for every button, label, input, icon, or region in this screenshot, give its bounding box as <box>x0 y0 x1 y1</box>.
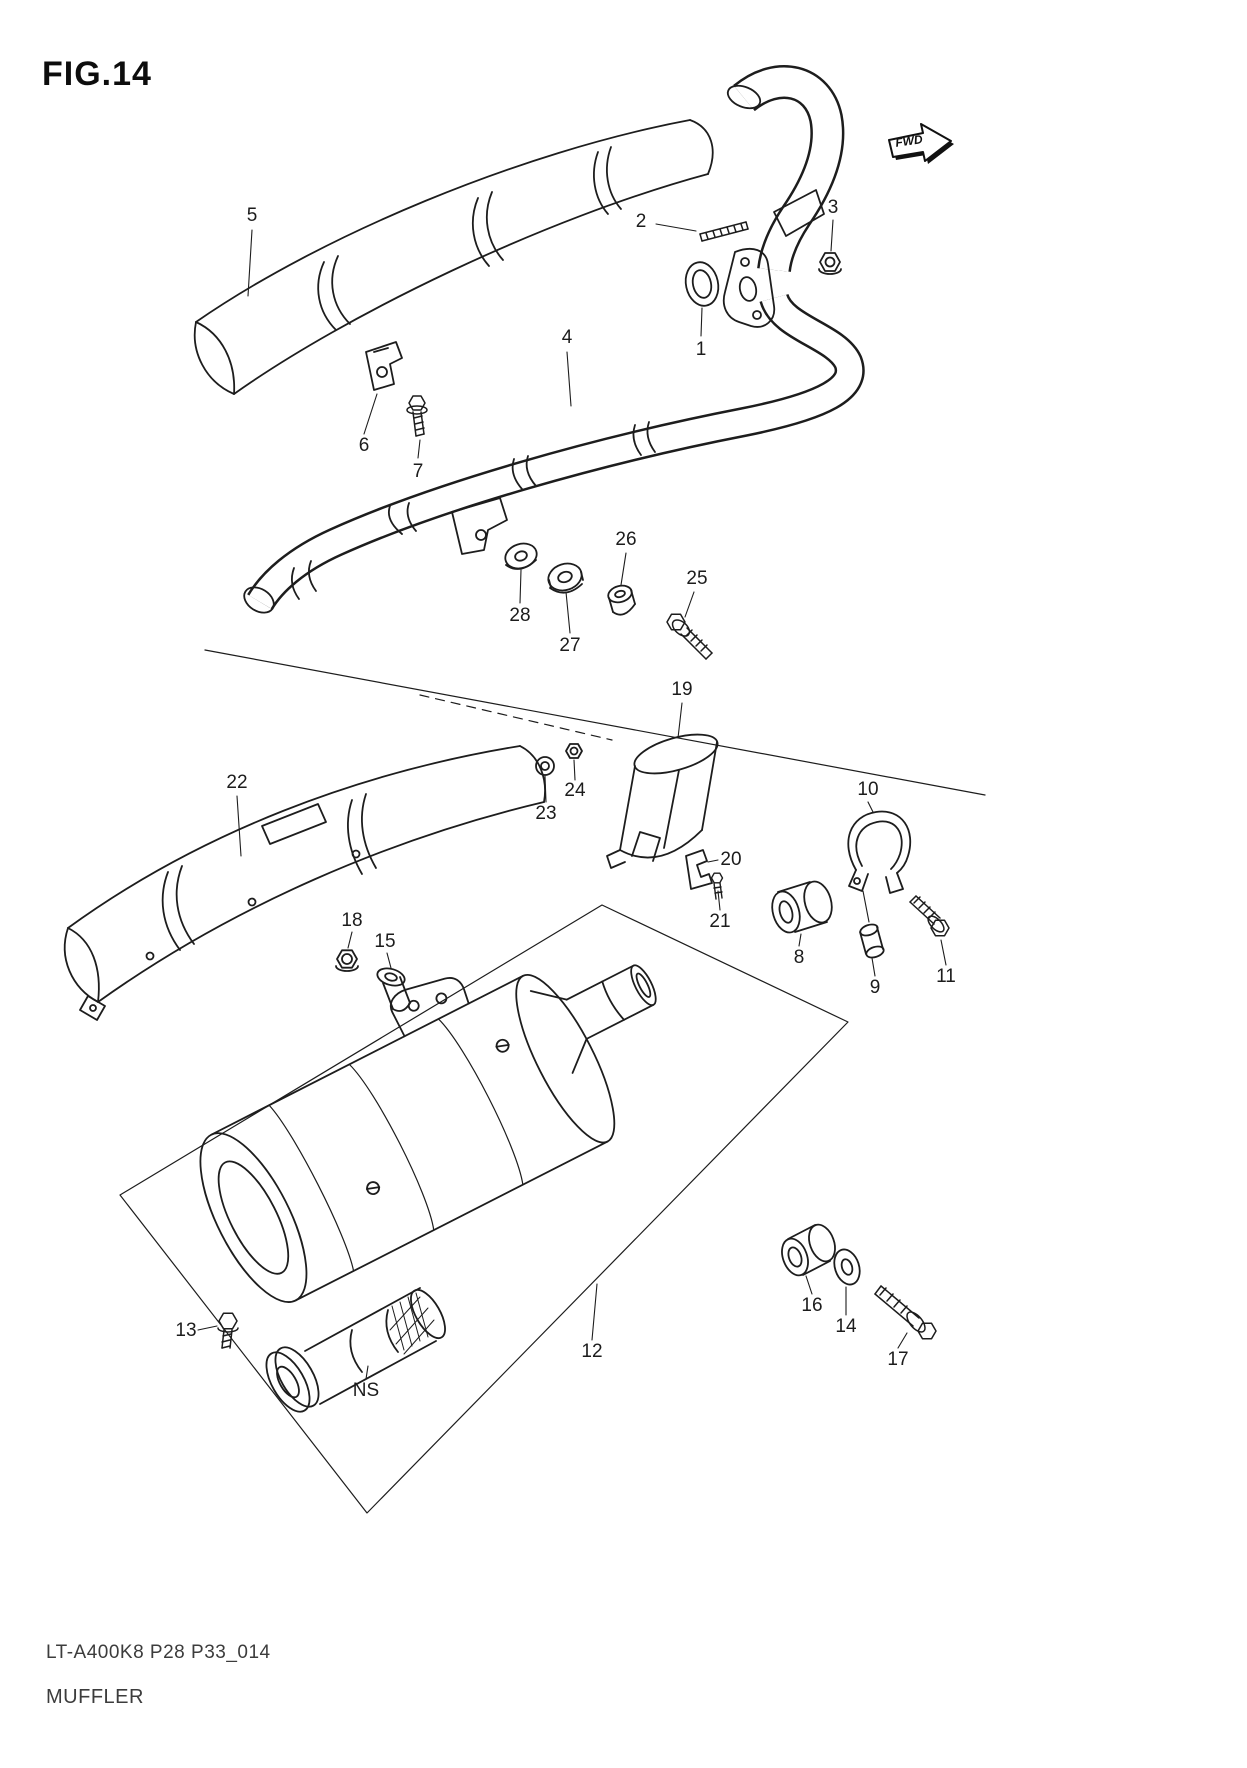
callout-11: 11 <box>936 966 956 987</box>
part-14-washer <box>833 1248 861 1286</box>
callout-2: 2 <box>635 211 647 232</box>
part-6-bracket <box>365 341 403 391</box>
callout-8: 8 <box>793 947 805 968</box>
callout-28: 28 <box>509 605 531 626</box>
callout-6: 6 <box>358 435 370 456</box>
callout-25: 25 <box>686 568 708 589</box>
part-10-clamp <box>847 810 912 923</box>
callout-20: 20 <box>720 849 742 870</box>
callout-22: 22 <box>226 772 248 793</box>
callout-7: 7 <box>412 461 424 482</box>
callout-17: 17 <box>887 1349 909 1370</box>
callout-16: 16 <box>801 1295 823 1316</box>
part-21-screw <box>710 872 724 900</box>
part-23-washer <box>535 756 555 776</box>
callout-10: 10 <box>857 779 879 800</box>
part-20-bracket <box>685 849 713 890</box>
callout-1: 1 <box>695 339 707 360</box>
callout-26: 26 <box>615 529 637 550</box>
part-27-grommet <box>547 562 584 594</box>
part-5-heat-shield-upper <box>193 119 714 395</box>
callout-15: 15 <box>374 931 396 952</box>
callout-21: 21 <box>709 911 731 932</box>
part-ns-spark-arrester <box>265 1287 446 1413</box>
footer-model-code: LT-A400K8 P28 P33_014 <box>46 1642 271 1663</box>
part-19-connector-cover <box>606 733 719 869</box>
callout-3: 3 <box>827 197 839 218</box>
exhaust-flange <box>722 248 776 328</box>
part-18-nut <box>335 949 359 972</box>
callout-5: 5 <box>246 205 258 226</box>
callout-12: 12 <box>581 1341 603 1362</box>
callout-18: 18 <box>341 910 363 931</box>
callout-13: 13 <box>175 1320 197 1341</box>
callout-23: 23 <box>535 803 557 824</box>
part-2-stud <box>699 221 749 242</box>
part-16-bushing <box>781 1223 836 1277</box>
part-4-exhaust-pipe <box>243 65 865 614</box>
part-17-bolt <box>874 1285 937 1340</box>
footer-caption: MUFFLER <box>46 1686 144 1708</box>
callout-9: 9 <box>869 977 881 998</box>
part-7-bolt <box>406 395 428 437</box>
part-12-muffler <box>199 964 657 1303</box>
part-1-gasket <box>684 261 720 307</box>
part-25-bolt <box>666 613 713 660</box>
part-8-bushing <box>771 880 833 934</box>
callout-4: 4 <box>561 327 573 348</box>
figure-title: FIG.14 <box>42 55 152 93</box>
part-28-washer <box>504 542 538 570</box>
part-22-heat-shield-lower <box>63 745 546 1021</box>
fwd-arrow-icon <box>888 123 954 164</box>
part-26-spacer <box>607 584 636 616</box>
part-13-bolt <box>217 1312 239 1349</box>
part-11-bolt <box>909 895 950 937</box>
part-9-spacer <box>859 923 885 959</box>
callout-27: 27 <box>559 635 581 656</box>
part-15-spacer <box>376 967 411 1012</box>
callout-19: 19 <box>671 679 693 700</box>
part-3-nut <box>818 252 842 275</box>
reference-lines <box>119 649 986 1514</box>
callout-14: 14 <box>835 1316 857 1337</box>
part-24-nut <box>565 743 583 759</box>
callout-24: 24 <box>564 780 586 801</box>
leader-lines <box>197 219 947 1380</box>
callout-ns: NS <box>352 1380 380 1401</box>
